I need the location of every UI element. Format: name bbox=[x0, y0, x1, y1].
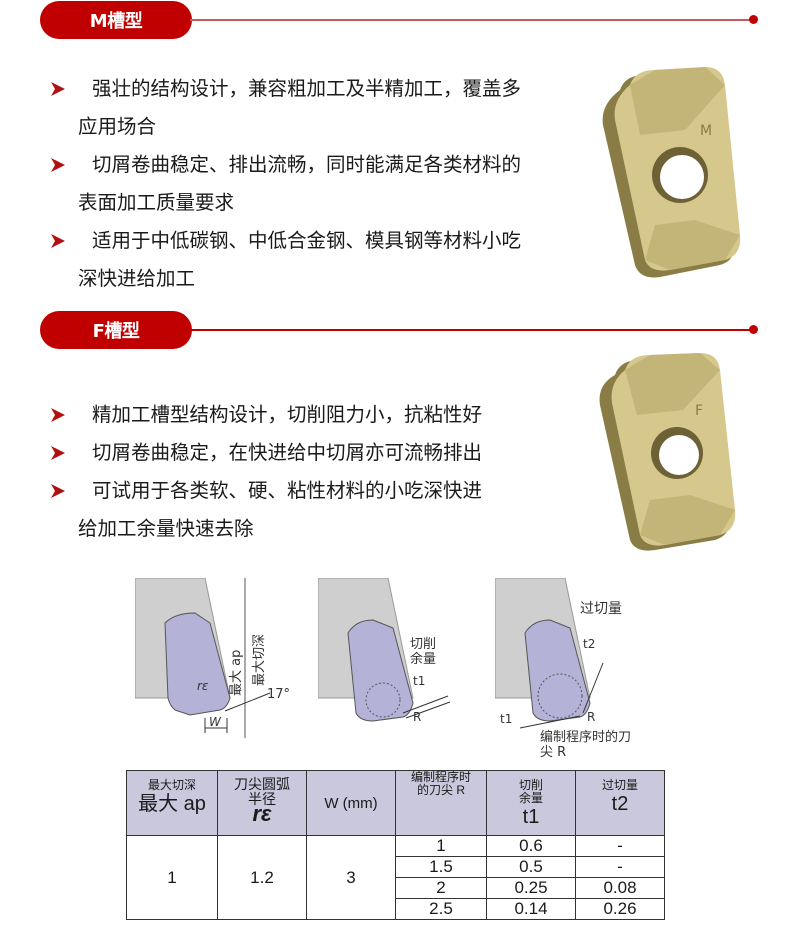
svg-text:M: M bbox=[700, 123, 712, 139]
section-header-m: M槽型 bbox=[40, 1, 760, 39]
arrow-bullet-icon bbox=[48, 472, 92, 510]
arrow-bullet-icon bbox=[48, 70, 92, 108]
svg-text:最大 ap: 最大 ap bbox=[229, 650, 244, 696]
m-insert-image: M bbox=[602, 67, 741, 278]
list-item: 切屑卷曲稳定、排出流畅，同时能满足各类材料的 bbox=[48, 146, 568, 184]
arrow-bullet-icon bbox=[48, 146, 92, 184]
list-item-cont: 深快进给加工 bbox=[78, 267, 196, 290]
header-prog-r: 编制程序时 的刀尖 R bbox=[395, 770, 487, 836]
divider-dot bbox=[749, 325, 758, 334]
svg-text:17°: 17° bbox=[267, 687, 290, 702]
svg-text:切削: 切削 bbox=[410, 637, 436, 652]
svg-text:编制程序时的刀: 编制程序时的刀 bbox=[540, 729, 631, 745]
table-row: 1 1.2 3 1 0.6 - bbox=[126, 835, 665, 920]
arrow-bullet-icon bbox=[48, 434, 92, 472]
list-item: 切屑卷曲稳定，在快进给中切屑亦可流畅排出 bbox=[48, 434, 548, 472]
svg-text:W: W bbox=[209, 715, 222, 729]
table-row: 2.5 0.14 0.26 bbox=[127, 898, 665, 920]
list-item-cont: 应用场合 bbox=[78, 115, 157, 138]
list-item: 精加工槽型结构设计，切削阻力小，抗粘性好 bbox=[48, 396, 548, 434]
svg-text:R: R bbox=[413, 710, 421, 724]
diagram-overcut: 过切量 t2 t1 R 编制程序时的刀 尖 R bbox=[495, 578, 631, 760]
section-title-pill: F槽型 bbox=[40, 311, 192, 349]
table-row: 2 0.25 0.08 bbox=[127, 877, 665, 899]
section-title-pill: M槽型 bbox=[40, 1, 192, 39]
f-bullet-list: 精加工槽型结构设计，切削阻力小，抗粘性好 切屑卷曲稳定，在快进给中切屑亦可流畅排… bbox=[48, 396, 548, 548]
list-item: 适用于中低碳钢、中低合金钢、模具钢等材料小吃 bbox=[48, 222, 568, 260]
list-item: 可试用于各类软、硬、粘性材料的小吃深快进 bbox=[48, 472, 548, 510]
header-w: W (mm) bbox=[306, 770, 396, 836]
svg-text:t2: t2 bbox=[583, 637, 595, 651]
svg-text:t1: t1 bbox=[500, 712, 512, 726]
arrow-bullet-icon bbox=[48, 396, 92, 434]
table-row: 1.5 0.5 - bbox=[127, 856, 665, 878]
section-header-f: F槽型 bbox=[40, 311, 760, 349]
list-item-cont: 给加工余量快速去除 bbox=[78, 517, 254, 540]
svg-text:余量: 余量 bbox=[410, 651, 436, 667]
f-insert-image: F bbox=[599, 353, 736, 551]
svg-text:尖 R: 尖 R bbox=[540, 745, 566, 760]
diagram-cutting-allowance: 切削 余量 t1 R bbox=[318, 578, 451, 724]
svg-text:最大切深: 最大切深 bbox=[252, 634, 267, 686]
svg-text:过切量: 过切量 bbox=[580, 601, 622, 617]
list-item: 强壮的结构设计，兼容粗加工及半精加工，覆盖多 bbox=[48, 70, 568, 108]
svg-text:F: F bbox=[695, 403, 703, 419]
svg-text:R: R bbox=[587, 710, 595, 724]
divider-dot bbox=[749, 15, 758, 24]
svg-text:t1: t1 bbox=[413, 674, 425, 688]
m-bullet-list: 强壮的结构设计，兼容粗加工及半精加工，覆盖多 应用场合 切屑卷曲稳定、排出流畅，… bbox=[48, 70, 568, 298]
arrow-bullet-icon bbox=[48, 222, 92, 260]
divider-line bbox=[190, 19, 753, 21]
divider-line bbox=[190, 329, 753, 331]
list-item-cont: 表面加工质量要求 bbox=[78, 191, 235, 214]
header-max-ap: 最大切深最大 ap bbox=[126, 770, 218, 836]
svg-text:rε: rε bbox=[197, 679, 209, 693]
diagram-max-depth: rε W 17° 最大 ap 最大切深 bbox=[135, 578, 290, 738]
